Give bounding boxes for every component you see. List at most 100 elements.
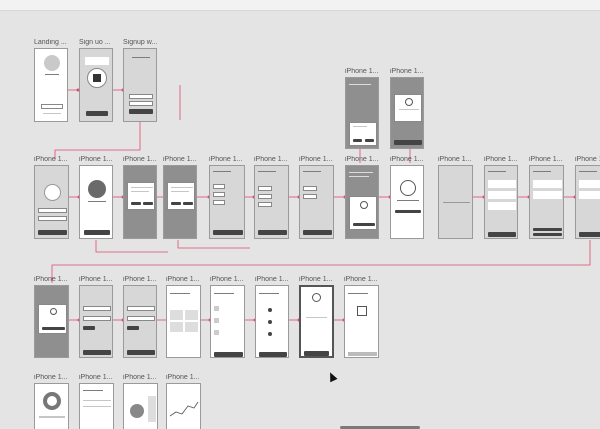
- frame-label-landing[interactable]: Landing ...: [34, 39, 67, 46]
- frame-label-iphone[interactable]: iPhone 1...: [345, 156, 379, 163]
- submit-button[interactable]: [83, 350, 111, 355]
- modal-ok-button[interactable]: [365, 139, 374, 142]
- dialog-no-button[interactable]: [171, 202, 181, 205]
- frame-label-iphone[interactable]: iPhone 1...: [123, 374, 157, 381]
- frame-label-iphone[interactable]: iPhone 1...: [79, 156, 113, 163]
- modal-action-button[interactable]: [353, 223, 375, 226]
- sheet-button[interactable]: [42, 327, 65, 330]
- grid-tile[interactable]: [170, 322, 183, 332]
- frame-profile-photo[interactable]: [79, 165, 113, 239]
- email-field[interactable]: [129, 94, 153, 99]
- frame-label-iphone[interactable]: iPhone 1...: [166, 374, 200, 381]
- frame-label-signup-2[interactable]: Signup w...: [123, 39, 158, 46]
- frame-label-iphone[interactable]: iPhone 1...: [34, 374, 68, 381]
- input-field[interactable]: [83, 316, 111, 321]
- frame-exercise-grid[interactable]: [166, 285, 201, 358]
- question-dialog[interactable]: [167, 182, 195, 210]
- slider-knob[interactable]: [268, 308, 272, 312]
- grid-tile[interactable]: [185, 310, 198, 320]
- next-button[interactable]: [38, 230, 67, 235]
- login-link[interactable]: [43, 113, 61, 114]
- option-chip[interactable]: [213, 184, 225, 189]
- frame-journal[interactable]: [79, 383, 114, 429]
- input-field[interactable]: [83, 306, 111, 311]
- frame-label-iphone[interactable]: iPhone 1...: [529, 156, 563, 163]
- option-chip[interactable]: [213, 192, 225, 197]
- frame-calendar[interactable]: [123, 383, 158, 429]
- frame-label-iphone[interactable]: iPhone 1...: [79, 276, 113, 283]
- frame-chart[interactable]: [166, 383, 201, 429]
- bottom-button[interactable]: [488, 232, 516, 237]
- frame-dialog-b[interactable]: [163, 165, 197, 239]
- question-dialog[interactable]: [127, 182, 155, 210]
- input-field[interactable]: [127, 306, 155, 311]
- checkbox[interactable]: [214, 306, 219, 311]
- frame-checklist[interactable]: [210, 285, 245, 358]
- frame-prepare[interactable]: [438, 165, 473, 239]
- bottom-button[interactable]: [533, 228, 562, 231]
- frame-iphone-modal-b[interactable]: [390, 77, 424, 149]
- frame-label-iphone[interactable]: iPhone 1...: [299, 276, 333, 283]
- modal-cancel-button[interactable]: [353, 139, 362, 142]
- dialog-yes-button[interactable]: [143, 202, 153, 205]
- frame-label-signup-1[interactable]: Sign uo ...: [79, 39, 111, 46]
- grid-tile[interactable]: [170, 310, 183, 320]
- frame-label-iphone[interactable]: iPhone 1...: [163, 156, 197, 163]
- slider-knob[interactable]: [268, 320, 272, 324]
- slider-knob[interactable]: [268, 332, 272, 336]
- frame-label-iphone[interactable]: iPhone 1...: [575, 156, 600, 163]
- small-button[interactable]: [127, 326, 139, 330]
- next-button[interactable]: [259, 352, 287, 357]
- bottom-nav[interactable]: [348, 352, 377, 356]
- frame-label-iphone[interactable]: iPhone 1...: [123, 276, 157, 283]
- get-started-button[interactable]: [41, 104, 63, 109]
- age-field[interactable]: [38, 216, 67, 221]
- next-button[interactable]: [214, 352, 243, 357]
- continue-button[interactable]: [86, 111, 108, 116]
- frame-landing[interactable]: [34, 48, 68, 122]
- confirm-modal[interactable]: [349, 122, 377, 146]
- horizontal-scrollbar[interactable]: [340, 426, 420, 429]
- dialog-no-button[interactable]: [131, 202, 141, 205]
- avatar-placeholder[interactable]: [44, 184, 61, 201]
- checkbox[interactable]: [214, 318, 219, 323]
- list-card[interactable]: [579, 191, 600, 199]
- frame-dashboard[interactable]: [34, 383, 69, 429]
- option-chip[interactable]: [258, 186, 272, 191]
- password-field[interactable]: [129, 101, 153, 106]
- list-card[interactable]: [488, 202, 516, 210]
- name-field[interactable]: [38, 208, 67, 213]
- checkbox[interactable]: [214, 330, 219, 335]
- frame-signup-1[interactable]: [79, 48, 113, 122]
- frame-label-iphone[interactable]: iPhone 1...: [34, 276, 68, 283]
- frame-form-b[interactable]: [123, 285, 157, 358]
- list-card[interactable]: [579, 180, 600, 188]
- frame-label-iphone[interactable]: iPhone 1...: [209, 156, 243, 163]
- frame-label-iphone[interactable]: iPhone 1...: [123, 156, 157, 163]
- frame-assessment-2[interactable]: [254, 165, 289, 239]
- success-modal[interactable]: [394, 94, 422, 122]
- list-card[interactable]: [488, 191, 516, 199]
- frame-label-iphone[interactable]: iPhone 1...: [390, 68, 424, 75]
- small-button[interactable]: [83, 326, 95, 330]
- grid-tile[interactable]: [185, 322, 198, 332]
- frame-label-iphone[interactable]: iPhone 1...: [166, 276, 200, 283]
- continue-button[interactable]: [395, 210, 421, 213]
- frame-profile-setup[interactable]: [34, 165, 69, 239]
- bottom-button[interactable]: [533, 233, 562, 236]
- dialog-yes-button[interactable]: [183, 202, 193, 205]
- frame-list-b[interactable]: [529, 165, 564, 239]
- frame-label-iphone[interactable]: iPhone 1...: [345, 68, 379, 75]
- next-button[interactable]: [258, 230, 287, 235]
- frame-label-iphone[interactable]: iPhone 1...: [34, 156, 68, 163]
- frame-iphone-modal-a[interactable]: [345, 77, 379, 149]
- frame-dialog-a[interactable]: [123, 165, 157, 239]
- frame-congrats[interactable]: [299, 285, 334, 358]
- option-chip[interactable]: [213, 200, 225, 205]
- frame-label-iphone[interactable]: iPhone 1...: [255, 276, 289, 283]
- option-chip[interactable]: [303, 186, 317, 191]
- sheet-dialog[interactable]: [38, 304, 67, 334]
- frame-label-iphone[interactable]: iPhone 1...: [390, 156, 424, 163]
- bottom-button[interactable]: [579, 232, 600, 237]
